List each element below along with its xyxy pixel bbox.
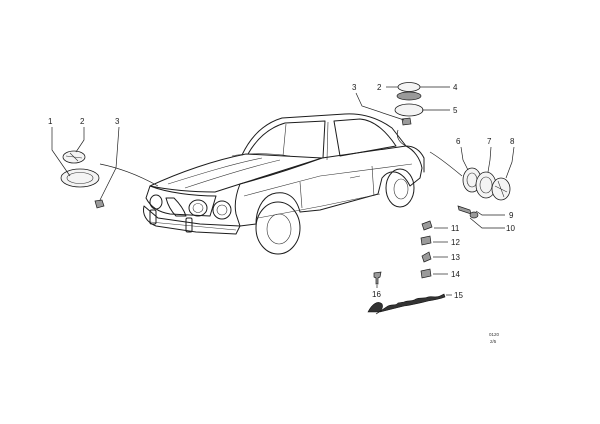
callout-8: 8 [510, 137, 515, 146]
clip-part [94, 199, 105, 209]
callout-5: 5 [453, 106, 458, 115]
callout-14: 14 [451, 270, 460, 279]
clip-11-part [421, 220, 433, 231]
emblem-ring-part [60, 168, 100, 188]
car-illustration [143, 113, 425, 255]
front-emblem-group [51, 126, 159, 209]
script-emblem-part [367, 293, 446, 315]
callout-6: 6 [456, 137, 461, 146]
callout-3: 3 [115, 117, 120, 126]
callout-16: 16 [372, 290, 381, 299]
screw-part [457, 205, 472, 215]
script-emblem-group [367, 271, 452, 315]
reference-code: 0120 [489, 332, 500, 337]
callout-13: 13 [451, 253, 460, 262]
clip-12-part [420, 235, 432, 246]
callout-1: 1 [48, 117, 53, 126]
callout-9: 9 [509, 211, 514, 220]
callout-7: 7 [487, 137, 492, 146]
top-clip-part [401, 117, 412, 126]
callout-2b: 2 [377, 83, 382, 92]
rear-emblem-group [429, 146, 515, 229]
callout-10: 10 [506, 224, 515, 233]
callout-15: 15 [454, 291, 463, 300]
callout-2: 2 [80, 117, 85, 126]
callout-4: 4 [453, 83, 458, 92]
callout-12: 12 [451, 238, 460, 247]
top-emblem-group [355, 82, 450, 147]
pin-part [373, 271, 382, 285]
clips-group [420, 220, 448, 279]
reference-page: 2/5 [490, 339, 497, 344]
callout-11: 11 [451, 224, 460, 233]
callout-3b: 3 [352, 83, 357, 92]
clip-13-part [421, 251, 432, 263]
clip-14-part [420, 268, 432, 279]
top-emblem-base-part [394, 103, 424, 117]
top-emblem-cap-part [397, 82, 421, 92]
